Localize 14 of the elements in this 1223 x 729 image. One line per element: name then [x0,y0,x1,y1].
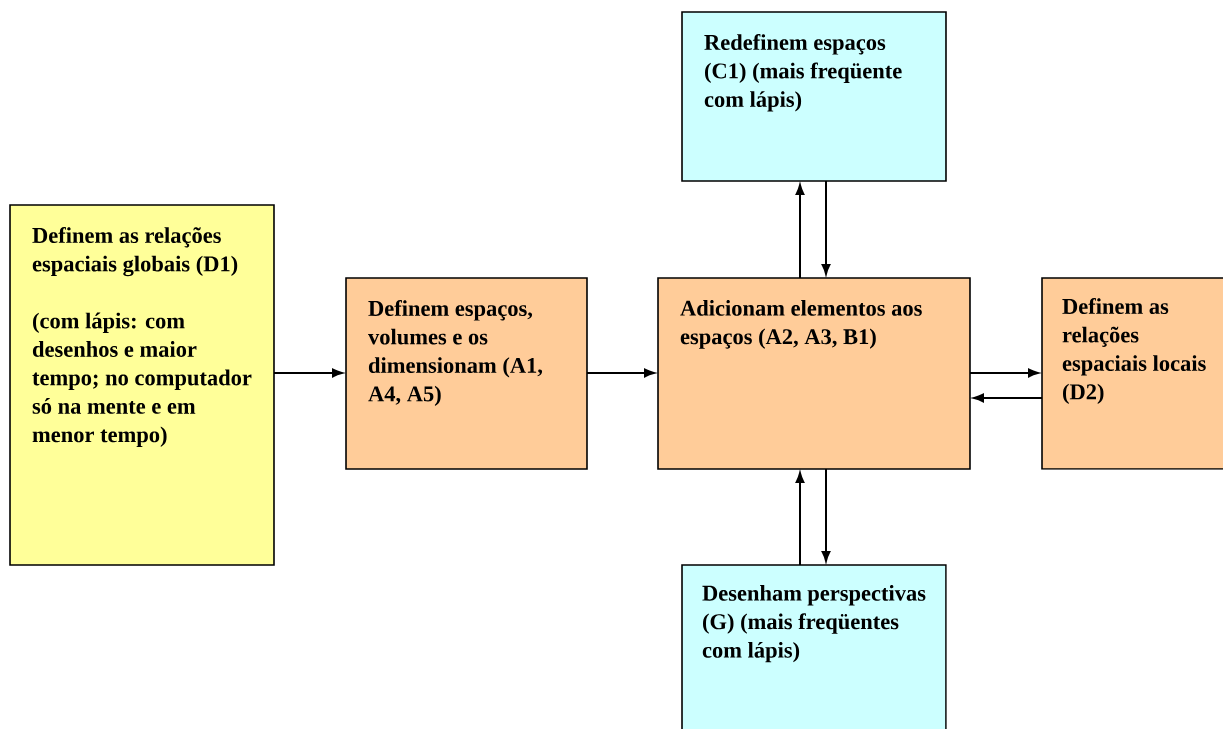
process-box: Desenham perspectivas (G) (mais freqüentes com lápis) [681,564,947,729]
process-box: Redefinem espaços (C1) (mais freqüente com lápis) [681,11,947,182]
arrow [821,180,831,275]
arrow [586,368,655,378]
arrow [273,368,343,378]
arrow [795,184,805,279]
arrow [973,393,1043,403]
arrow [969,368,1039,378]
arrow [795,472,805,566]
process-box: Definem as relações espaciais globais (D1) (com lápis: com desenhos e maior tempo; no computador só na mente e em menor tempo) [9,204,275,566]
process-box: Definem espaços, volumes e os dimensionam (A1, A4, A5) [345,277,588,470]
arrow [821,468,831,562]
process-box: Adicionam elementos aos espaços (A2, A3, B1) [657,277,971,470]
process-box: Definem as relações espaciais locais (D2) [1041,277,1223,470]
